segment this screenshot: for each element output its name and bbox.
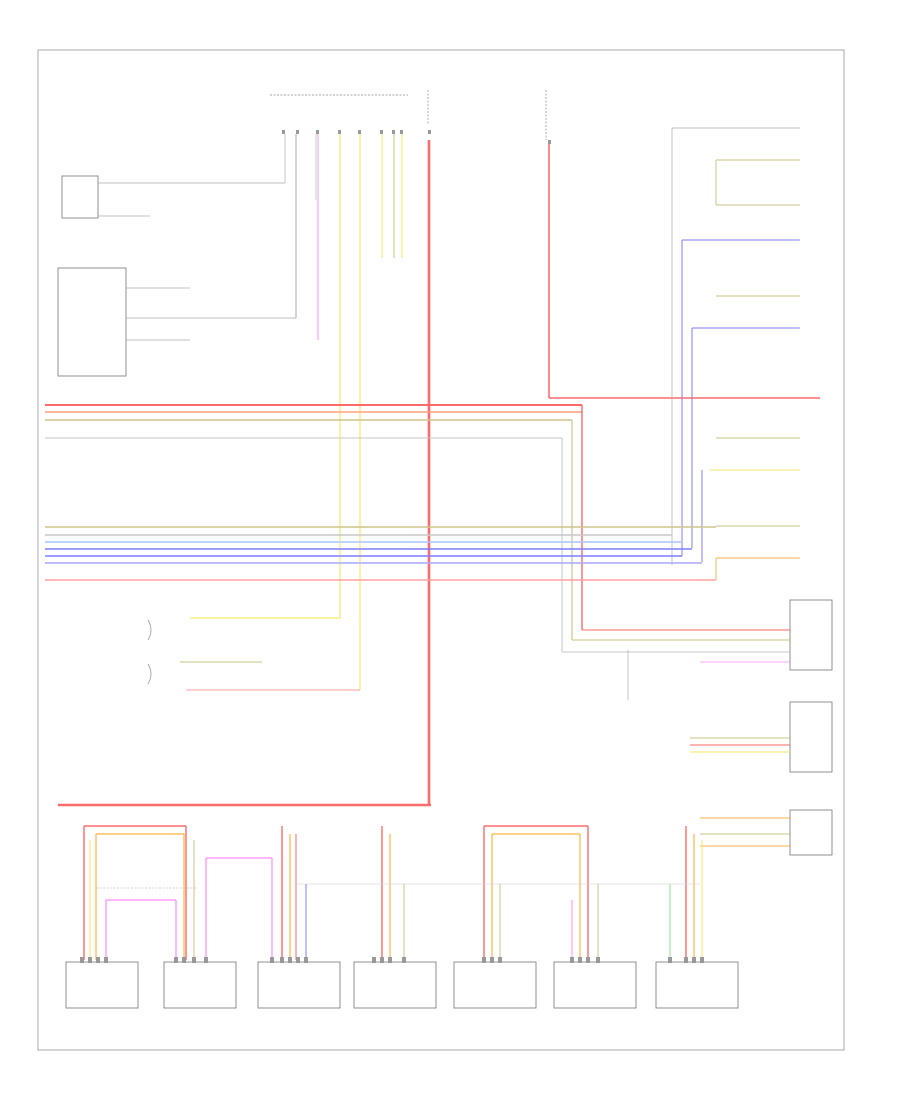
module-box-7 bbox=[655, 961, 739, 1009]
power-feed-red bbox=[58, 140, 431, 807]
module-box-6 bbox=[553, 961, 637, 1009]
right-top-modules bbox=[671, 127, 800, 580]
module-box-1 bbox=[65, 961, 139, 1009]
horizontal-bus bbox=[45, 404, 716, 652]
right-lower-modules bbox=[562, 599, 833, 856]
diagram-frame bbox=[37, 49, 845, 1051]
left-sensor-module bbox=[57, 175, 296, 377]
module-box-4 bbox=[353, 961, 437, 1009]
top-fuse-area bbox=[270, 90, 551, 144]
bottom-modules bbox=[65, 957, 739, 1009]
module-box-2 bbox=[163, 961, 237, 1009]
bottom-distribution bbox=[83, 825, 703, 960]
module-box-5 bbox=[453, 961, 537, 1009]
module-box-3 bbox=[257, 961, 341, 1009]
mid-left-switches bbox=[147, 617, 360, 691]
